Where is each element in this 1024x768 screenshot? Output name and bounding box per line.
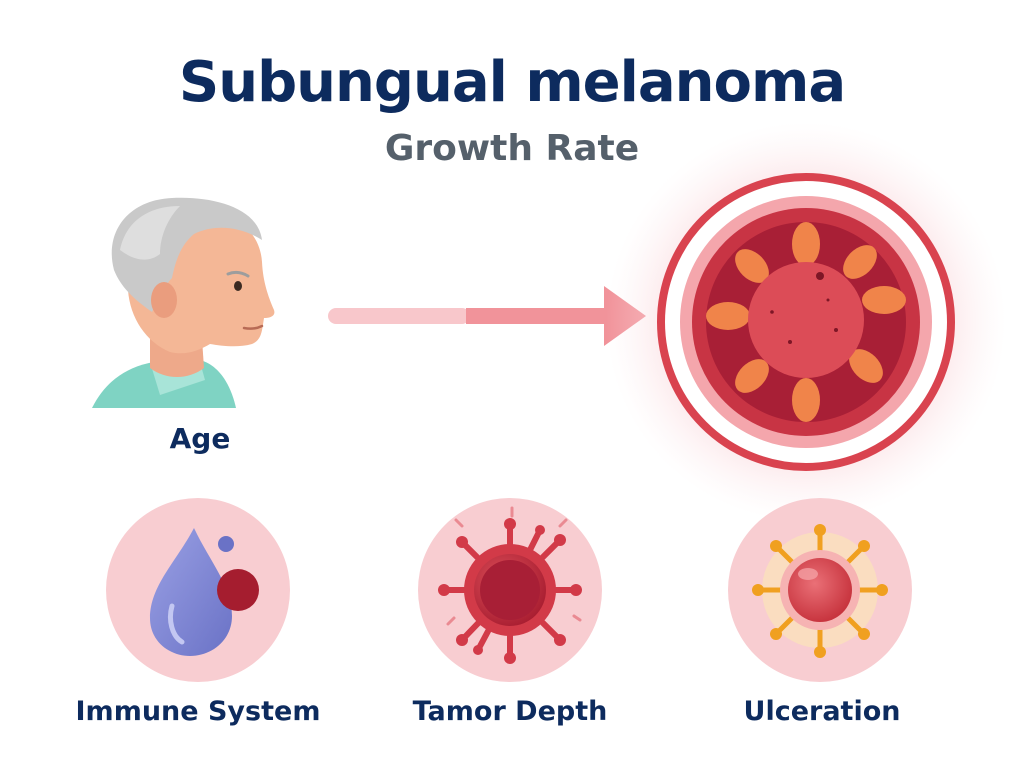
arrow-right-icon <box>328 286 646 346</box>
factor-label-tumor-depth: Tamor Depth <box>412 696 608 727</box>
melanoma-target-icon <box>606 122 1006 522</box>
factor-label-ulceration: Ulceration <box>743 696 901 727</box>
factor-label-immune-system: Immune System <box>75 696 321 727</box>
elderly-person-icon <box>92 197 275 408</box>
page-title: Subungual melanoma <box>178 50 846 115</box>
page-subtitle: Growth Rate <box>384 128 640 169</box>
drop-icon <box>106 498 290 682</box>
tumor-cell-icon <box>418 498 602 682</box>
ulcer-cell-icon <box>728 498 912 682</box>
factor-label-age: Age <box>169 422 231 455</box>
